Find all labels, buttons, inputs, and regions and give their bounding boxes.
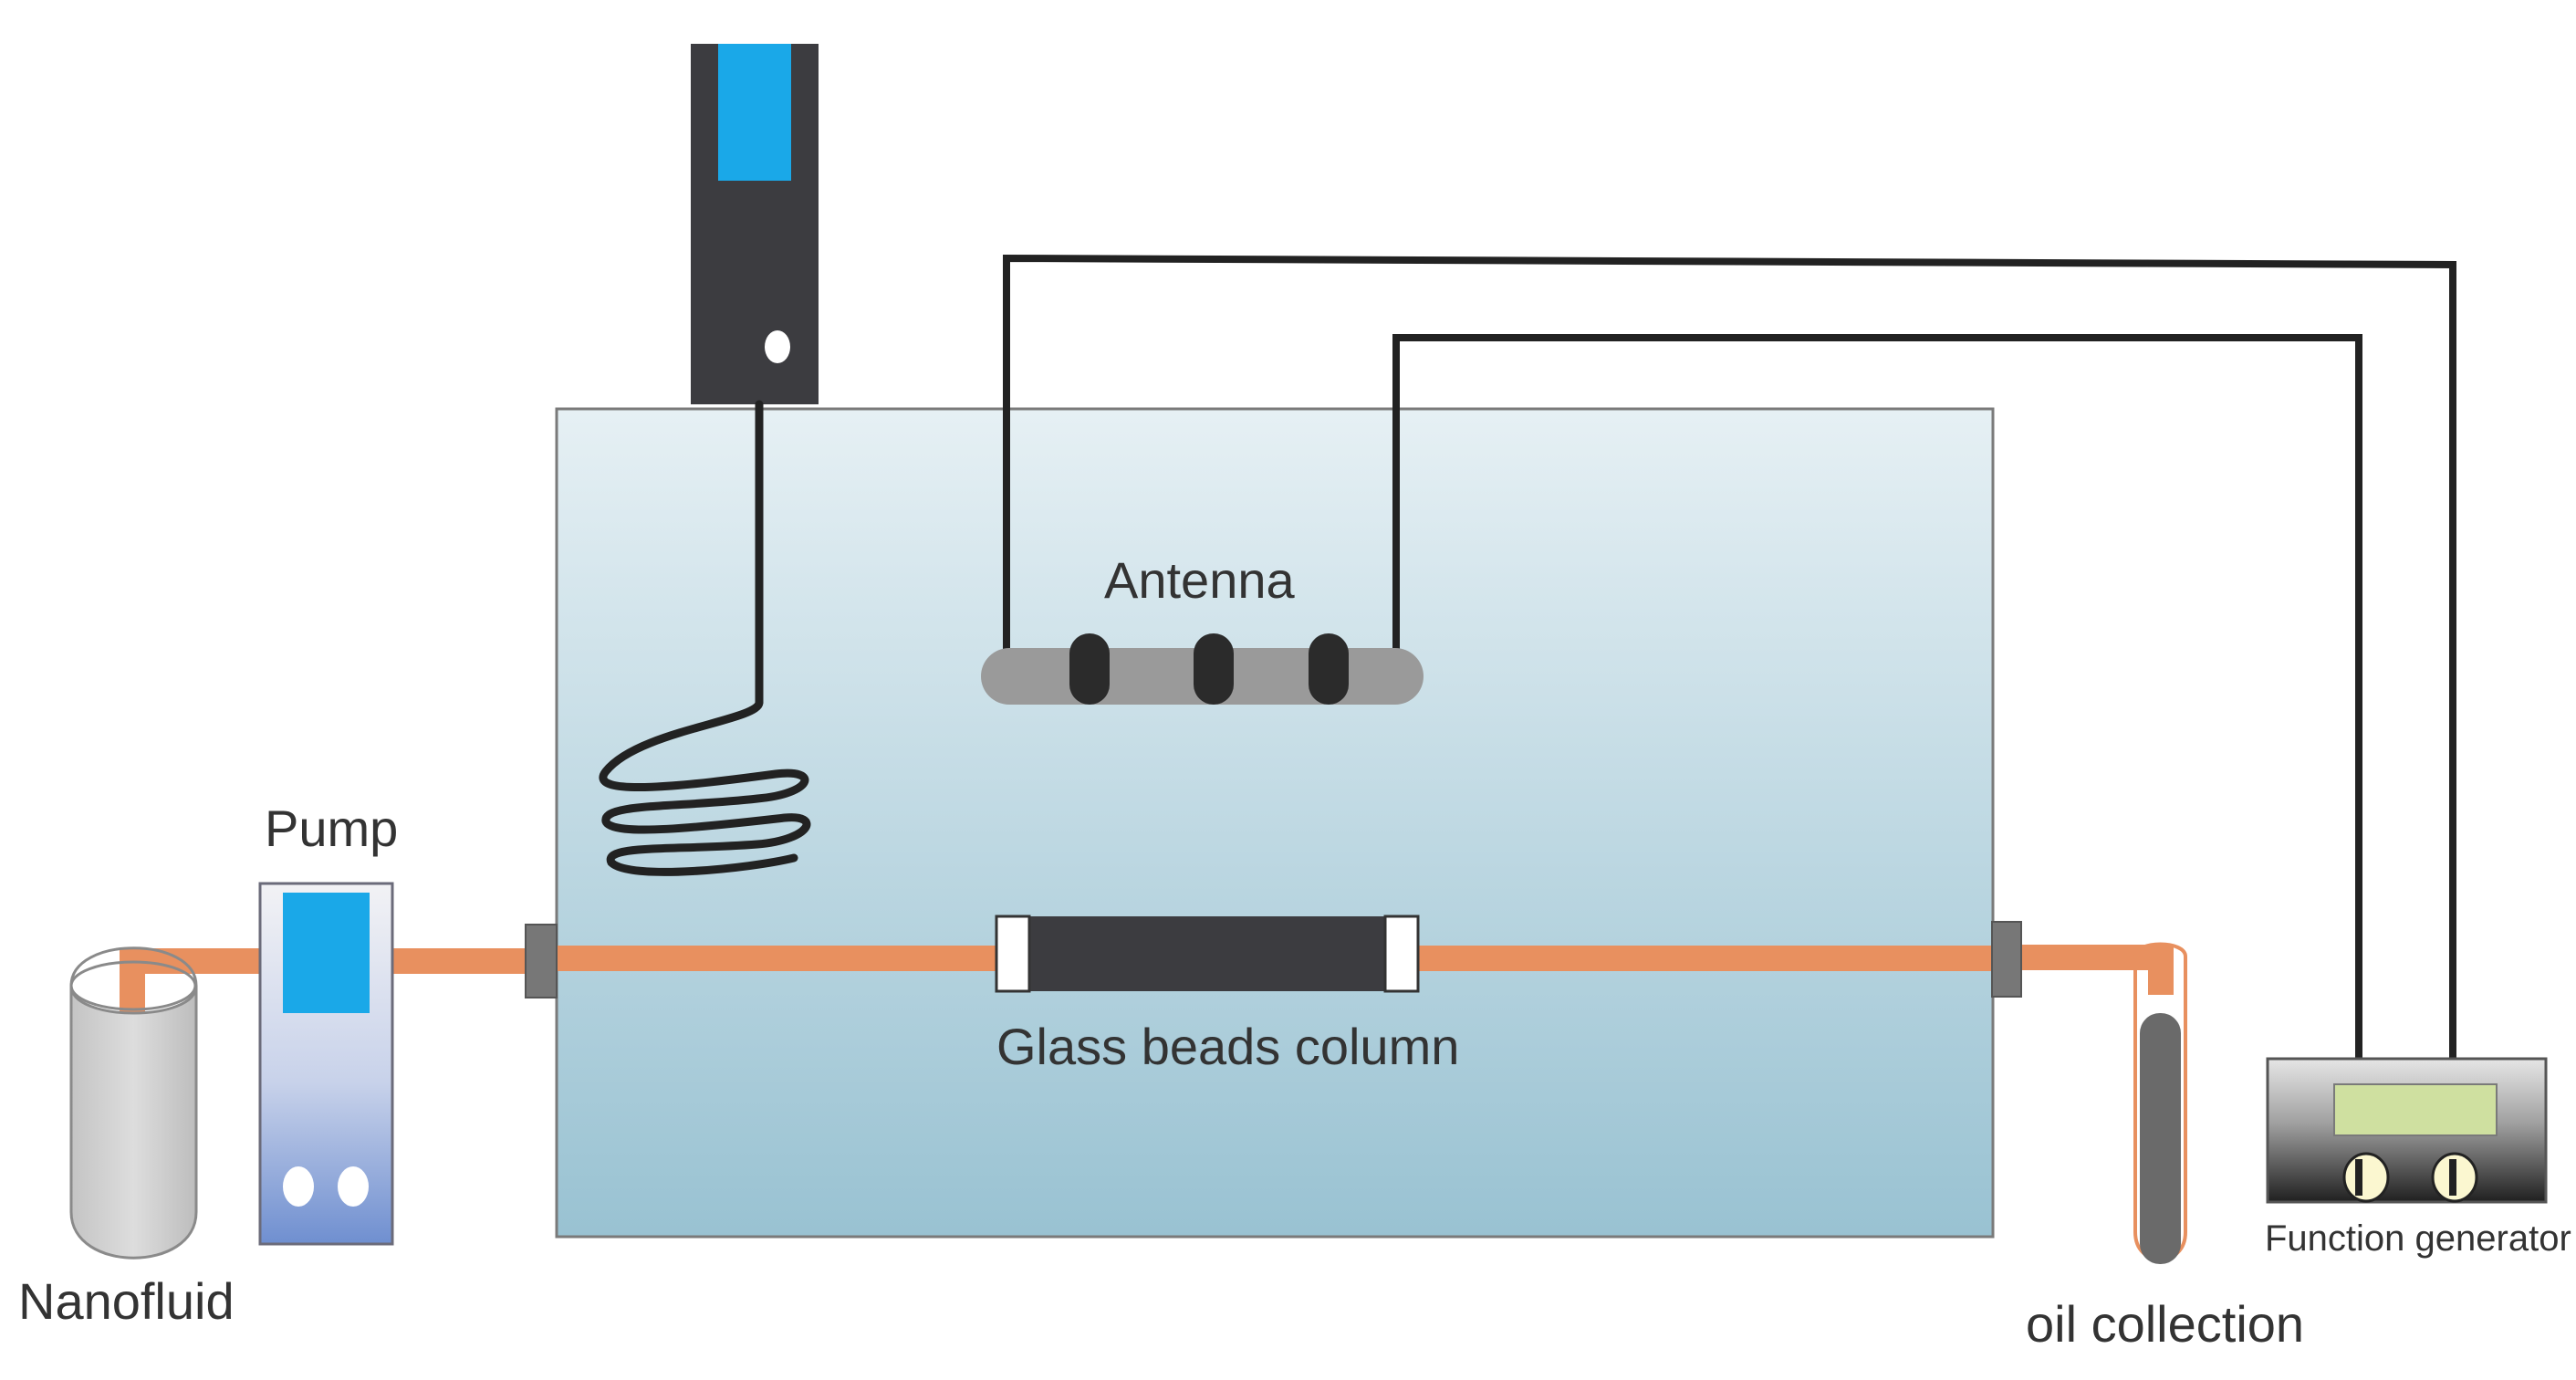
reservoir-rim	[69, 960, 197, 1011]
pump-display	[283, 893, 370, 1013]
water-bath-tank	[555, 407, 1995, 1239]
collection-tube-fill	[2140, 1013, 2181, 1264]
column-body	[996, 916, 1419, 991]
pump-button-1	[283, 1166, 314, 1207]
antenna-wires	[1003, 254, 2456, 1177]
glass-beads-column-label: Glass beads column	[996, 1018, 1459, 1075]
heater-knob	[765, 330, 790, 363]
pump-label: Pump	[265, 800, 398, 857]
reservoir-cylinder	[69, 985, 198, 1260]
antenna	[981, 633, 1424, 705]
function-generator-icon	[2266, 1057, 2548, 1204]
immersion-heater-icon	[599, 44, 819, 876]
heater-display	[718, 44, 791, 181]
column-cap-right	[1383, 915, 1420, 993]
oil-collection-tube	[2133, 942, 2187, 1264]
function-generator-label: Function generator	[2265, 1218, 2571, 1259]
inlet-fitting	[525, 924, 558, 998]
reservoir-back	[69, 946, 198, 987]
inner-wire	[1392, 334, 2362, 1177]
tube-outlet-to-collection	[2021, 945, 2174, 995]
antenna-element-3	[1309, 633, 1349, 705]
antenna-element-1	[1069, 633, 1110, 705]
oil-collection-label: oil collection	[2026, 1295, 2304, 1353]
nanofluid-label: Nanofluid	[18, 1272, 235, 1330]
nanofluid-reservoir	[69, 946, 198, 1260]
function-generator-port-1	[2342, 1152, 2390, 1203]
pump-icon	[258, 882, 394, 1246]
antenna-element-2	[1194, 633, 1234, 705]
antenna-label: Antenna	[1104, 551, 1295, 609]
pump-button-2	[338, 1166, 369, 1207]
column-cap-left	[995, 915, 1031, 993]
glass-beads-column	[995, 915, 1420, 993]
function-generator-display	[2333, 1083, 2498, 1136]
outlet-fitting	[1991, 921, 2022, 998]
heater-coil	[599, 400, 811, 876]
outer-wire	[1003, 254, 2456, 1177]
